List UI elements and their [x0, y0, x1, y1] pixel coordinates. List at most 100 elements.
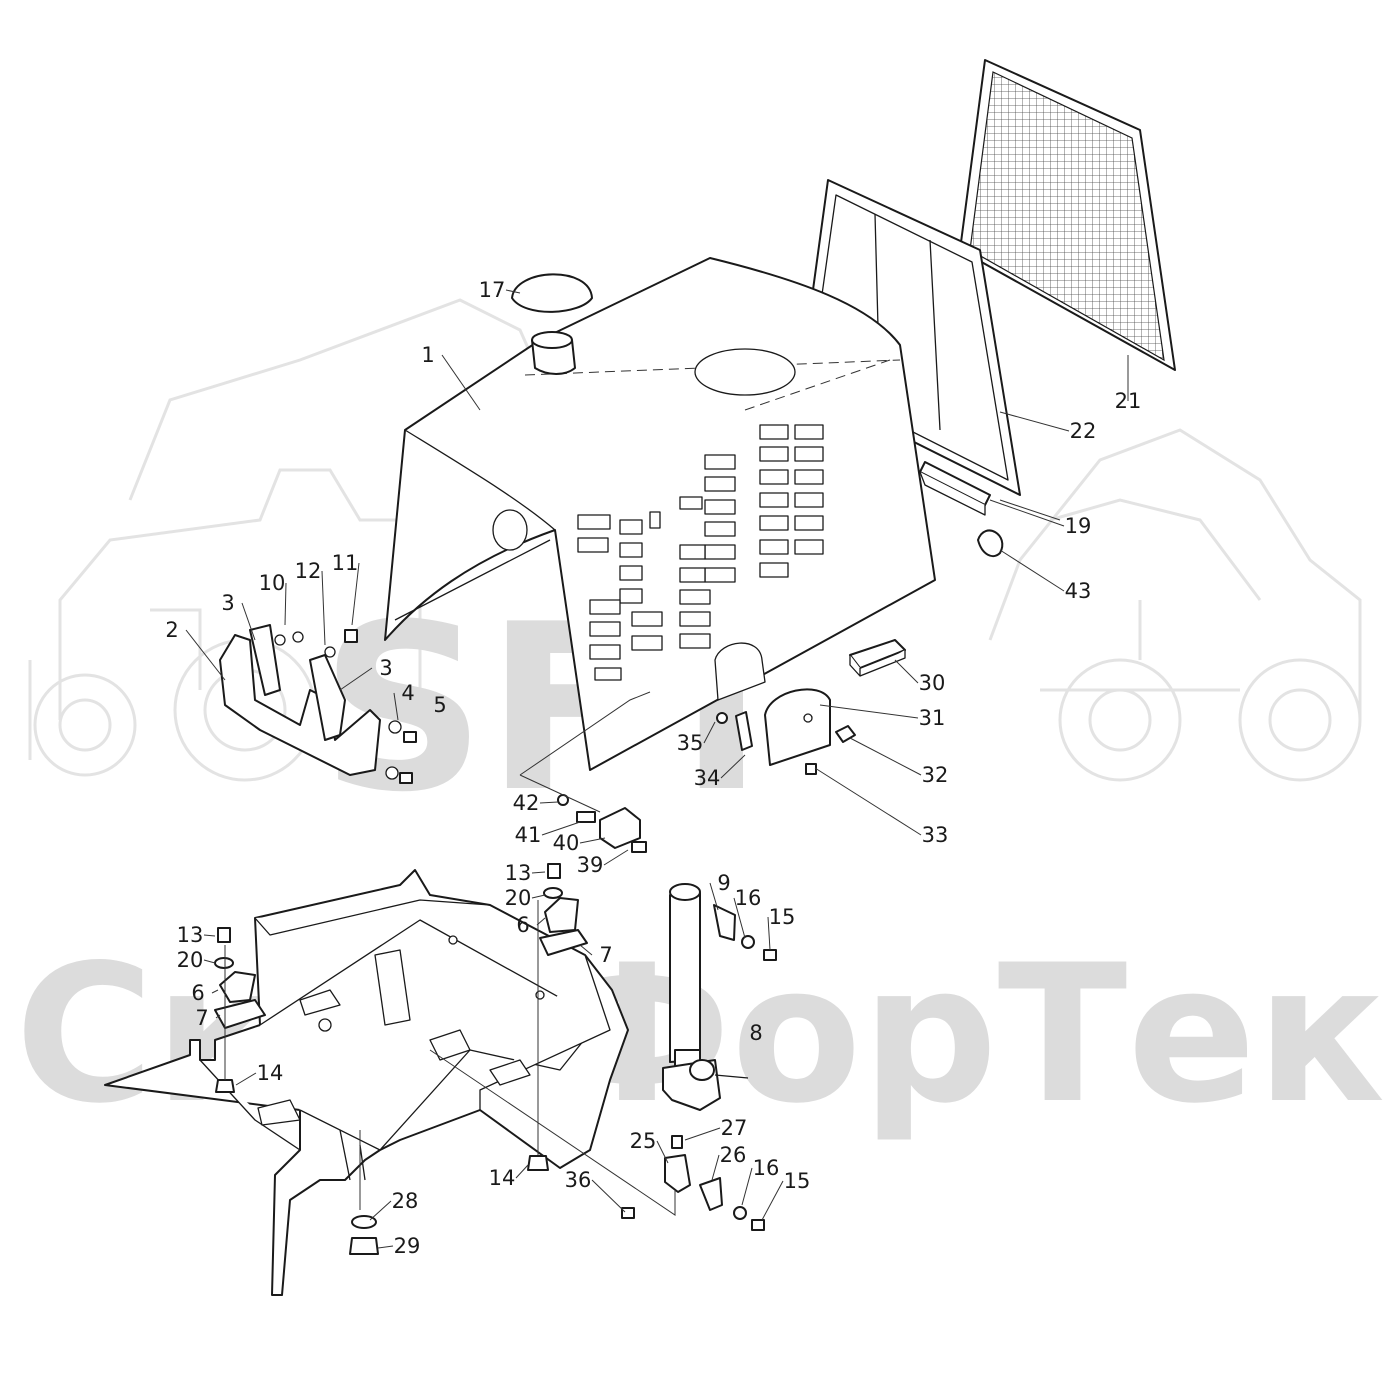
callout-leader-39 — [603, 849, 629, 866]
callout-35: 35 — [677, 731, 704, 755]
callout-39: 39 — [577, 853, 604, 877]
assembly-lines — [224, 499, 1061, 1216]
callout-leader-22 — [999, 411, 1070, 432]
callout-21: 21 — [1115, 389, 1142, 413]
callout-26: 26 — [720, 1143, 747, 1167]
part-32-latch — [835, 725, 856, 743]
callout-28: 28 — [392, 1189, 419, 1213]
callout-leader-2 — [185, 629, 226, 681]
callout-12: 12 — [295, 559, 322, 583]
part-33-bolt — [805, 763, 817, 775]
callout-leader-15 — [767, 916, 771, 951]
callout-3: 3 — [221, 591, 234, 615]
callout-leader-16 — [733, 897, 746, 939]
callout-leader-4 — [393, 692, 399, 721]
callout-41: 41 — [515, 823, 542, 847]
callout-19: 19 — [1065, 514, 1092, 538]
callout-9: 9 — [717, 871, 730, 895]
callout-5: 5 — [433, 693, 446, 717]
callout-leader-29 — [377, 1245, 394, 1249]
callout-30: 30 — [919, 671, 946, 695]
callout-15: 15 — [784, 1169, 811, 1193]
callout-leader-35 — [703, 721, 716, 744]
callout-leader-15 — [761, 1180, 784, 1221]
callout-leader-12 — [321, 570, 326, 646]
part-21-mesh-screen — [959, 59, 1176, 371]
callout-20: 20 — [177, 948, 204, 972]
callout-31: 31 — [919, 706, 946, 730]
part-35-nut — [716, 712, 728, 724]
part-31-cover-plate — [764, 688, 831, 766]
callout-25: 25 — [630, 1129, 657, 1153]
callout-36: 36 — [565, 1168, 592, 1192]
part-6-7-mount-left — [214, 927, 266, 1093]
callout-3: 3 — [379, 656, 392, 680]
callout-27: 27 — [721, 1116, 748, 1140]
callout-leader-14 — [235, 1072, 257, 1086]
callout-leader-17 — [505, 289, 521, 294]
callout-34: 34 — [694, 766, 721, 790]
callout-20: 20 — [505, 886, 532, 910]
callout-leader-20 — [531, 894, 546, 899]
callout-leader-7 — [215, 1014, 221, 1019]
callout-7: 7 — [599, 943, 612, 967]
callout-leader-19 — [989, 499, 1065, 527]
callout-leader-6 — [211, 989, 219, 994]
callout-15: 15 — [769, 905, 796, 929]
callout-leader-27 — [684, 1127, 721, 1141]
callout-14: 14 — [489, 1166, 516, 1190]
callout-leader-1 — [441, 354, 481, 411]
watermark-tractor-right-icon — [988, 428, 1362, 782]
callout-14: 14 — [257, 1061, 284, 1085]
callout-10: 10 — [259, 571, 286, 595]
callout-leader-7 — [579, 944, 593, 956]
callout-leader-41 — [541, 821, 581, 836]
callout-leader-36 — [591, 1179, 626, 1213]
part-34-hinge — [735, 711, 753, 751]
callout-13: 13 — [505, 861, 532, 885]
callout-16: 16 — [735, 886, 762, 910]
callout-leader-13 — [531, 871, 546, 874]
callout-leader-3 — [339, 667, 373, 691]
callout-leader-42 — [539, 801, 559, 804]
callout-7: 7 — [195, 1006, 208, 1030]
callout-4: 4 — [401, 681, 414, 705]
callout-29: 29 — [394, 1234, 421, 1258]
callout-42: 42 — [513, 791, 540, 815]
part-2-bracket — [219, 624, 417, 784]
callout-16: 16 — [753, 1156, 780, 1180]
callout-leader-26 — [711, 1154, 720, 1181]
part-25-26-clevis — [349, 1135, 765, 1255]
part-19-strip — [919, 461, 991, 516]
callout-leader-34 — [720, 754, 746, 779]
callout-22: 22 — [1070, 419, 1097, 443]
callout-leader-9 — [709, 882, 719, 911]
callout-leader-43 — [999, 549, 1065, 592]
callout-leader-40 — [579, 837, 606, 844]
callout-leader-20 — [203, 959, 216, 964]
callout-40: 40 — [553, 831, 580, 855]
callout-2: 2 — [165, 618, 178, 642]
part-40-bracket — [557, 794, 647, 853]
part-43-clip — [977, 529, 1004, 558]
callout-17: 17 — [479, 278, 506, 302]
part-6-7-mount-right — [527, 863, 588, 1171]
callout-6: 6 — [191, 981, 204, 1005]
callout-8: 8 — [749, 1021, 762, 1045]
callout-leader-11 — [351, 562, 360, 626]
callout-leader-33 — [814, 767, 922, 836]
callout-leader-16 — [741, 1167, 753, 1206]
part-chassis-frame — [104, 869, 629, 1296]
callout-13: 13 — [177, 923, 204, 947]
callout-32: 32 — [922, 763, 949, 787]
callout-leader-25 — [656, 1140, 669, 1164]
callout-leader-30 — [894, 659, 919, 684]
part-22-frame-panel — [799, 179, 1021, 496]
callout-11: 11 — [332, 551, 359, 575]
callout-leader-28 — [369, 1200, 392, 1221]
callout-leader-31 — [819, 704, 919, 719]
callout-leader-10 — [284, 582, 287, 626]
part-30-channel — [849, 639, 906, 677]
